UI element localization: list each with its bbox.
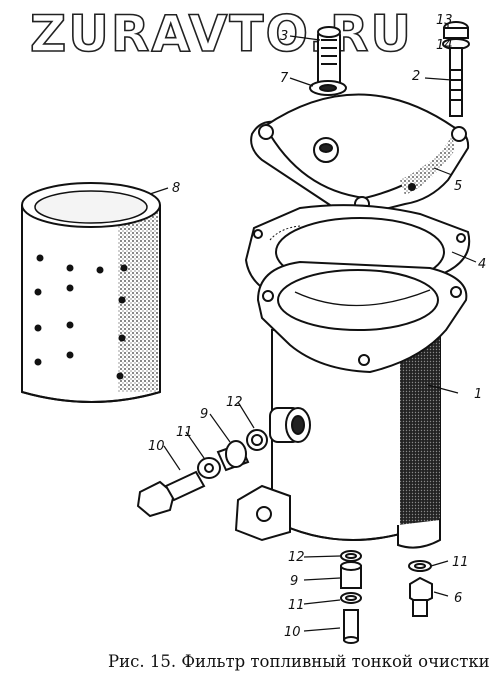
callout-4: 4 xyxy=(478,257,486,272)
callout-11-right: 11 xyxy=(452,555,469,570)
outlet-fitting xyxy=(340,550,433,644)
leader-lines xyxy=(149,24,477,632)
callout-10-left: 10 xyxy=(148,439,165,454)
figure-caption: Рис. 15. Фильтр топливный тонкой очистки xyxy=(108,652,490,671)
callout-3: 3 xyxy=(280,29,288,44)
callout-10-bottom: 10 xyxy=(284,625,301,640)
callout-9-left: 9 xyxy=(200,407,208,422)
callout-9-bottom: 9 xyxy=(290,574,298,589)
watermark: ZURAVTO.RU xyxy=(29,4,413,64)
filter-cover xyxy=(250,93,470,216)
center-bolt xyxy=(309,26,347,96)
callout-13: 13 xyxy=(436,13,453,28)
callout-2: 2 xyxy=(412,69,420,84)
inlet-fitting xyxy=(136,429,268,518)
callout-5: 5 xyxy=(454,179,462,194)
callout-7: 7 xyxy=(280,71,289,86)
callout-labels: 1 2 3 4 5 6 7 8 9 9 10 10 11 11 11 12 12… xyxy=(148,13,486,640)
callout-6: 6 xyxy=(454,591,462,606)
callout-12-bottom: 12 xyxy=(288,550,305,565)
vent-screw xyxy=(442,21,470,117)
callout-1: 1 xyxy=(474,387,482,402)
callout-12-left: 12 xyxy=(226,395,243,410)
filter-element xyxy=(21,182,161,403)
callout-11-left: 11 xyxy=(176,425,193,440)
callout-8: 8 xyxy=(172,181,180,196)
callout-11-bottom: 11 xyxy=(288,598,305,613)
callout-14: 14 xyxy=(436,38,453,53)
filter-housing xyxy=(234,260,468,549)
